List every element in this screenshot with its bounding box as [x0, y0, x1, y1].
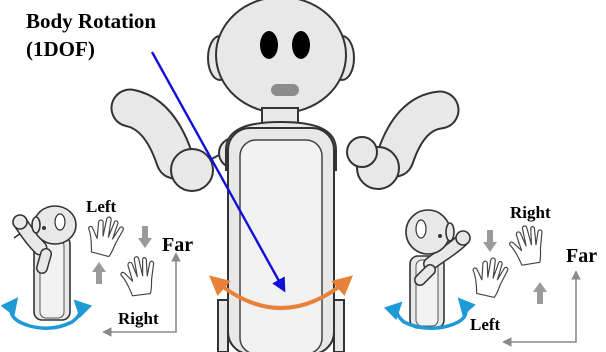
left-panel-up-arrow [92, 262, 106, 284]
right-panel: Right Left Far [383, 203, 597, 347]
right-panel-lower-hand-label: Left [470, 315, 501, 334]
left-panel-upper-hand [83, 212, 126, 259]
main-robot-right-eye [292, 31, 310, 59]
body-rotation-title: Body Rotation [26, 9, 156, 33]
right-panel-axis [502, 270, 581, 347]
left-panel-axis [102, 252, 181, 337]
right-panel-robot [405, 209, 471, 329]
left-panel: Left Right Far [0, 197, 193, 337]
right-panel-up-arrow [533, 282, 547, 304]
left-panel-down-arrow [138, 226, 152, 248]
main-robot-left-eye [260, 31, 278, 59]
left-panel-rotation-arrow [0, 297, 93, 330]
main-robot-left-arm [110, 88, 250, 192]
right-panel-lower-hand [468, 254, 510, 300]
body-rotation-pointer-arrow [150, 51, 286, 293]
left-panel-far-label: Far [162, 234, 193, 256]
main-robot-right-arm [346, 90, 460, 190]
right-panel-rotation-arrow [383, 297, 476, 330]
main-robot-head [207, 0, 355, 114]
right-panel-far-label: Far [566, 245, 597, 267]
right-panel-down-arrow [483, 230, 497, 252]
left-panel-lower-hand-label: Right [118, 309, 159, 328]
left-panel-lower-hand [117, 253, 160, 299]
body-rotation-arrow [208, 275, 354, 310]
left-panel-robot [12, 205, 77, 321]
right-panel-upper-hand [505, 222, 549, 269]
main-robot-mouth [271, 84, 299, 96]
left-panel-upper-hand-label: Left [86, 197, 117, 216]
body-rotation-dof-label: (1DOF) [26, 37, 95, 61]
right-panel-upper-hand-label: Right [510, 203, 551, 222]
